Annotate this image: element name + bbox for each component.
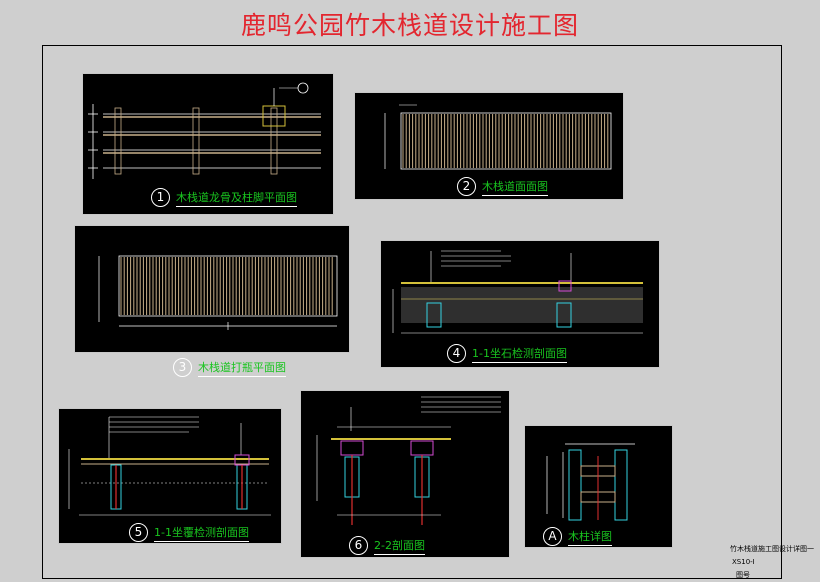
- panel-6-section[interactable]: 6 2-2剖面图: [300, 390, 510, 558]
- panel-1-drawing: [88, 82, 321, 179]
- title-block-drawing-no: XS10-I: [732, 558, 755, 566]
- panel-2-drawing: [384, 104, 612, 170]
- title-block-sheet: 图号: [736, 571, 750, 579]
- panel-2-caption-text: 木栈道面面图: [482, 178, 548, 196]
- panel-4-caption-text: 1-1坐石检测剖面图: [472, 345, 567, 363]
- panel-a-number: A: [543, 527, 562, 546]
- panel-5-number: 5: [129, 523, 148, 542]
- panel-1-plan[interactable]: 1 木栈道龙骨及柱脚平面图: [82, 73, 334, 215]
- panel-3-drawing: [98, 255, 338, 330]
- panel-1-caption-text: 木栈道龙骨及柱脚平面图: [176, 189, 297, 207]
- title-block-drawing-name: 竹木栈道施工图设计详图一: [730, 545, 814, 553]
- panel-1-caption: 1 木栈道龙骨及柱脚平面图: [151, 188, 297, 207]
- panel-5-drawing: [68, 416, 271, 516]
- panel-5-caption-text: 1-1坐覆检测剖面图: [154, 524, 249, 542]
- panel-4-number: 4: [447, 344, 466, 363]
- drawing-set-title: 鹿鸣公园竹木栈道设计施工图: [240, 11, 579, 40]
- panel-3-deck-plan[interactable]: 3 木栈道打瓶平面图: [74, 225, 350, 377]
- panel-1-number: 1: [151, 188, 170, 207]
- panel-5-section[interactable]: 5 1-1坐覆检测剖面图: [58, 408, 282, 544]
- title-block: 竹木栈道施工图设计详图一 XS10-I 图号: [730, 543, 814, 582]
- panel-4-caption: 4 1-1坐石检测剖面图: [447, 344, 567, 363]
- panel-2-caption: 2 木栈道面面图: [457, 177, 548, 196]
- panel-a-post-detail[interactable]: A 木柱详图: [524, 425, 673, 548]
- panel-6-drawing: [316, 396, 501, 525]
- panel-3-caption: 3 木栈道打瓶平面图: [173, 358, 286, 377]
- panel-2-number: 2: [457, 177, 476, 196]
- panel-a-drawing: [546, 443, 635, 521]
- panel-a-caption: A 木柱详图: [543, 527, 612, 546]
- panel-6-caption: 6 2-2剖面图: [349, 536, 425, 555]
- panel-4-drawing: [392, 250, 643, 334]
- panel-a-caption-text: 木柱详图: [568, 528, 612, 546]
- panel-2-deck-plan[interactable]: 2 木栈道面面图: [354, 92, 624, 200]
- panel-4-section[interactable]: 4 1-1坐石检测剖面图: [380, 240, 660, 368]
- panel-6-caption-text: 2-2剖面图: [374, 537, 425, 555]
- panel-3-number: 3: [173, 358, 192, 377]
- panel-3-caption-text: 木栈道打瓶平面图: [198, 359, 286, 377]
- panel-6-number: 6: [349, 536, 368, 555]
- panel-5-caption: 5 1-1坐覆检测剖面图: [129, 523, 249, 542]
